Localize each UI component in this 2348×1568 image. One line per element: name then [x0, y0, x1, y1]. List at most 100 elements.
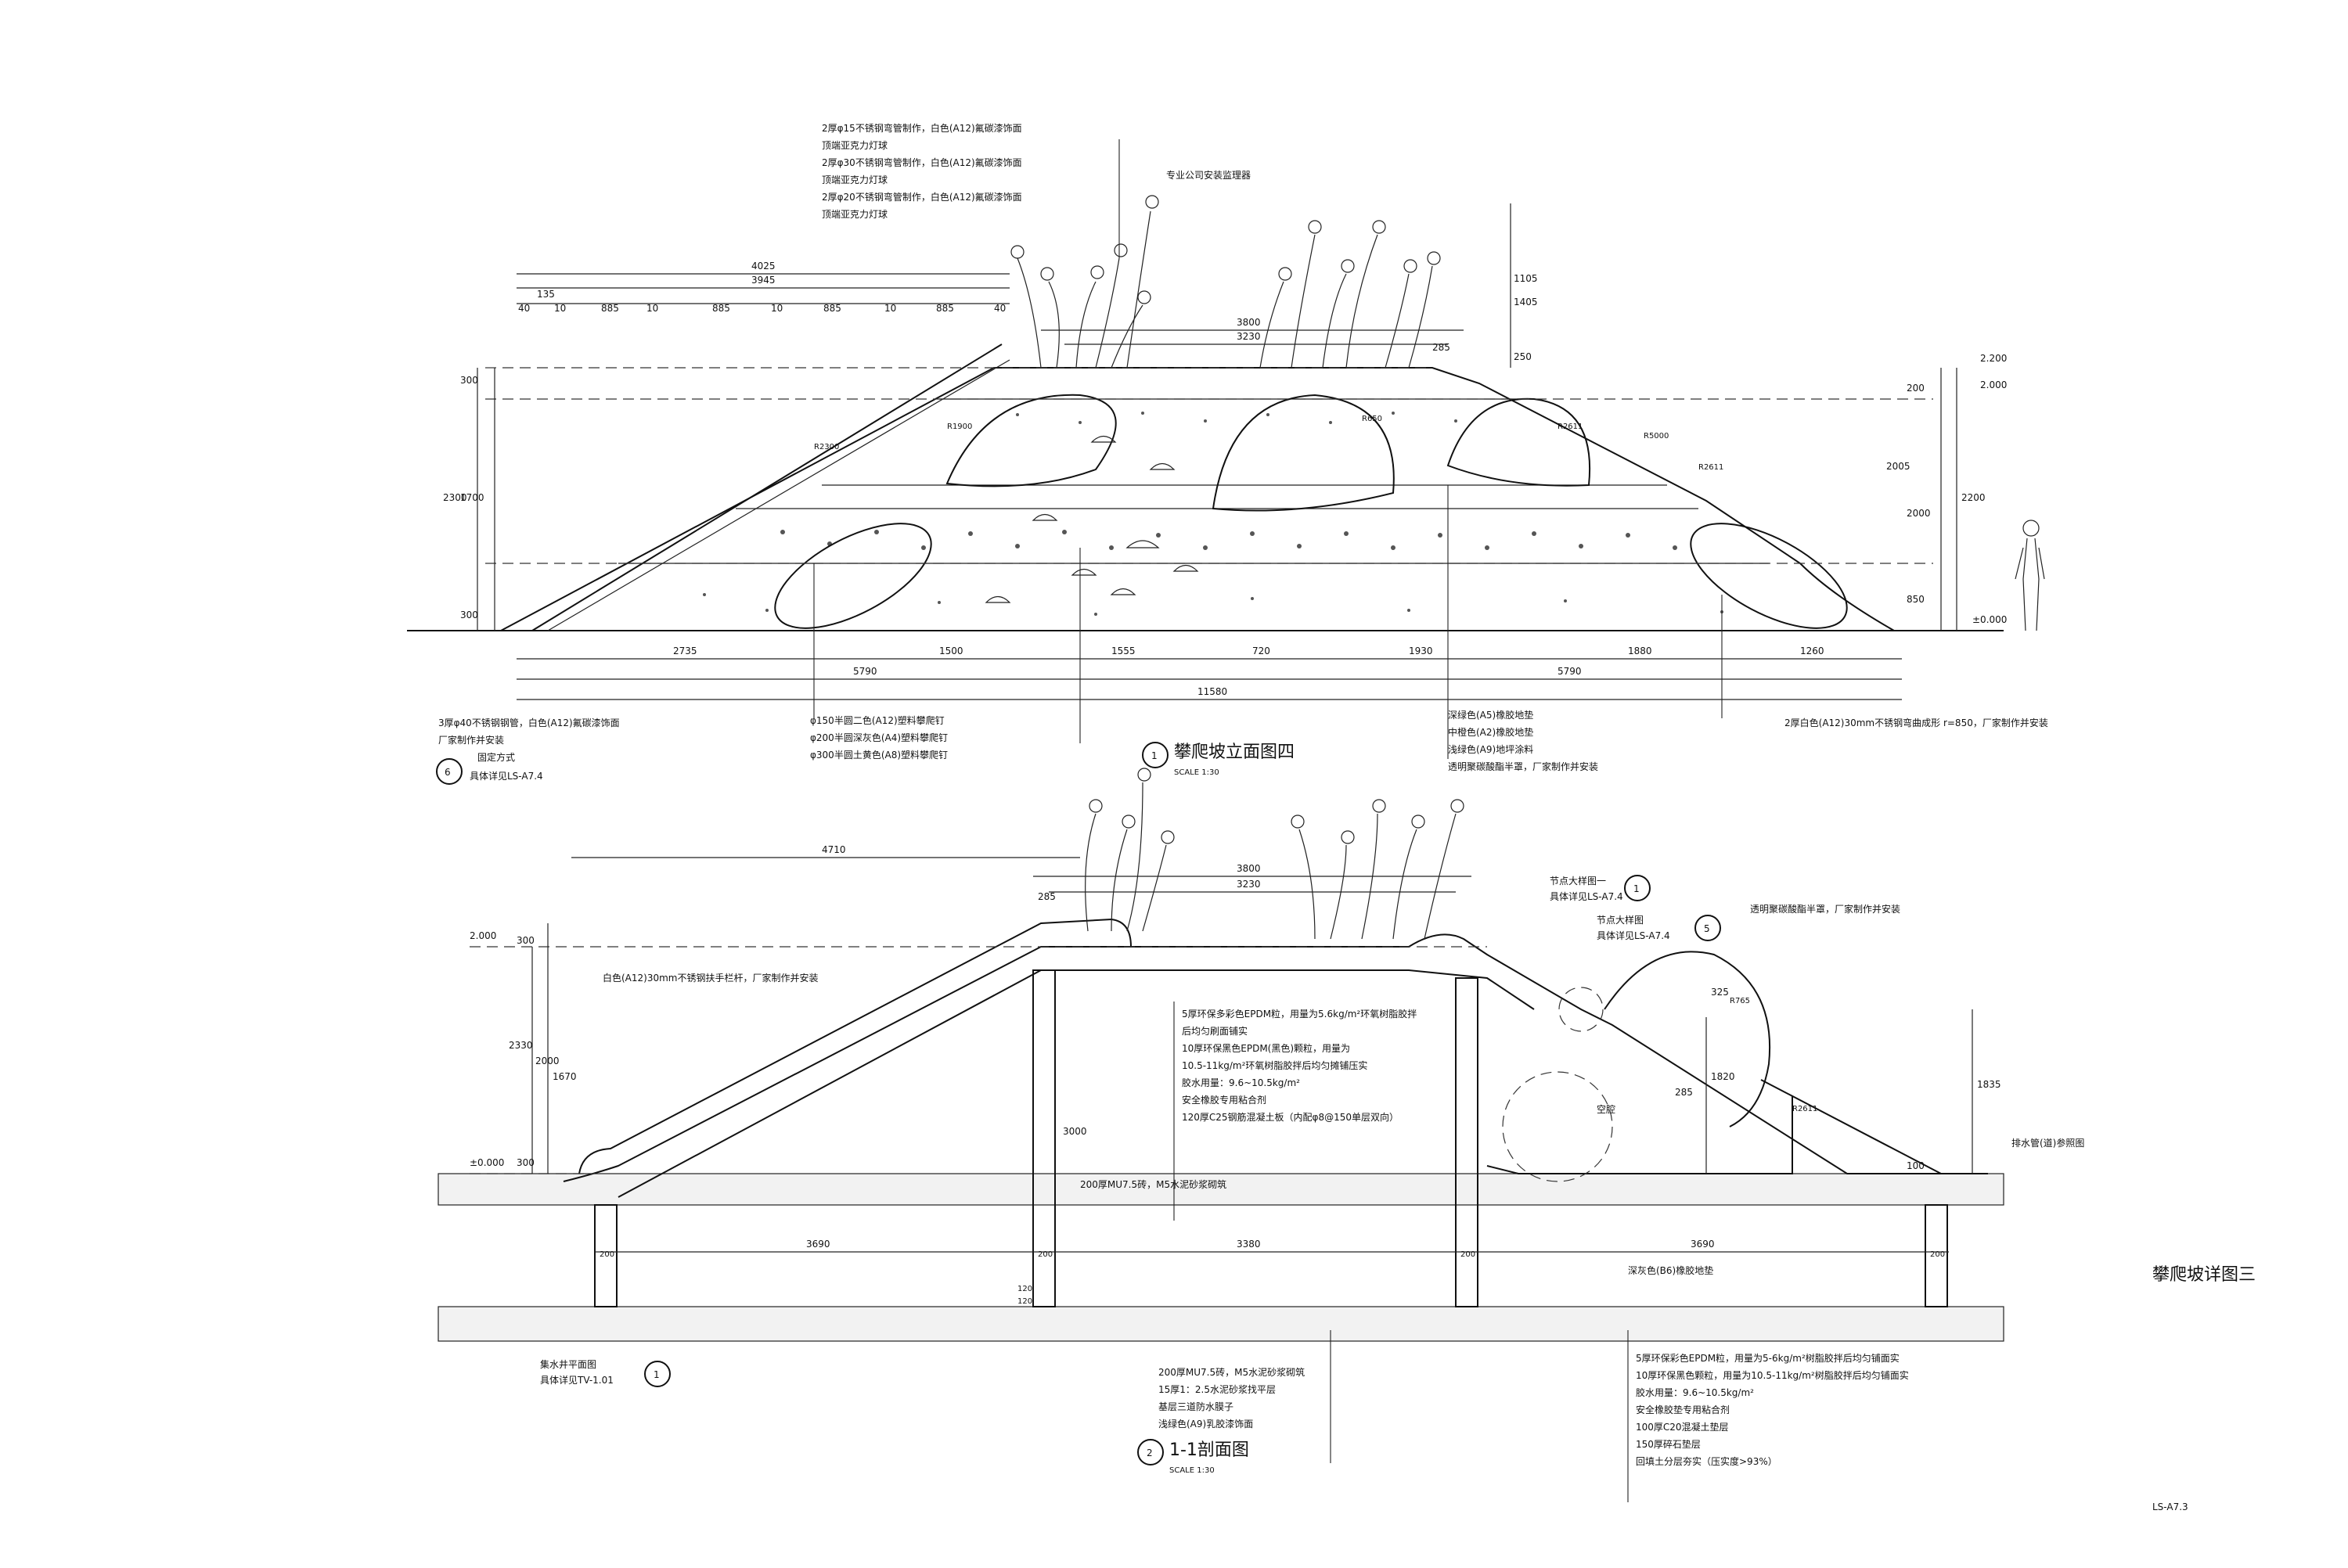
dim-285: 285	[1432, 342, 1450, 353]
detail-a-ref: 具体详见LS-A7.4	[1550, 890, 1623, 902]
detail-callout-circle-5	[1558, 987, 1604, 1032]
dim-small-200b: 200	[1038, 1250, 1053, 1259]
level-2200: 2.200	[1980, 353, 2007, 364]
mat-note-2: 中橙色(A2)橡胶地垫	[1448, 726, 1533, 738]
detail-c-circle	[644, 1361, 671, 1387]
br-note-3: 胶水用量：9.6~10.5kg/m²	[1636, 1386, 1754, 1398]
dim-section-left-1670: 1670	[553, 1071, 577, 1082]
detail-a-circle	[1624, 875, 1651, 901]
radius-label-6: R2611	[1698, 463, 1723, 472]
dim-seg-10c: 10	[771, 303, 783, 314]
section-slab-profile	[563, 933, 1988, 1182]
ground-strata-top	[438, 1173, 2004, 1206]
detail-c-text: 集水井平面图	[540, 1358, 596, 1370]
section-level-2000-label: 2.000	[470, 930, 496, 941]
dim-seg-40a: 40	[518, 303, 530, 314]
dim-right-2000: 2000	[1907, 508, 1931, 519]
detail-ref-6-circle	[436, 758, 463, 785]
br-note-5: 100厚C20混凝土垫层	[1636, 1421, 1729, 1433]
detail-b-ref: 具体详见LS-A7.4	[1597, 930, 1670, 941]
dim-section-right-1835: 1835	[1977, 1079, 2001, 1090]
top-rods-elevation	[1010, 195, 1441, 369]
br-note-1: 5厚环保彩色EPDM粒，用量为5-6kg/m²树脂胶拌后均匀铺面实	[1636, 1352, 1900, 1364]
dim-section-3230: 3230	[1237, 879, 1261, 890]
dim-1555: 1555	[1111, 646, 1136, 656]
dim-left-1700: 1700	[460, 492, 484, 503]
section-index: 2	[1147, 1448, 1153, 1458]
center-note-4: 10.5-11kg/m²环氧树脂胶拌后均匀摊铺压实	[1182, 1059, 1367, 1071]
dome-left	[945, 394, 1117, 487]
dim-right-250: 250	[1514, 351, 1532, 362]
dome-center	[1212, 394, 1395, 512]
elevation-index: 1	[1151, 750, 1158, 761]
dim-720: 720	[1252, 646, 1270, 656]
radius-label-3: R650	[1362, 415, 1382, 423]
dim-section-right-325: 325	[1711, 987, 1729, 998]
mat-note-1: 深绿色(A5)橡胶地垫	[1448, 709, 1533, 721]
dim-4710: 4710	[822, 844, 846, 855]
radius-r765: R765	[1730, 997, 1750, 1005]
mound-outline	[500, 367, 1895, 631]
scale-human-figure	[2015, 520, 2045, 631]
dim-seg-885d: 885	[936, 303, 954, 314]
elevation-title: 攀爬坡立面图四	[1174, 743, 1295, 762]
sheet-title: 攀爬坡详图三	[2152, 1265, 2256, 1285]
dim-section-3000: 3000	[1063, 1126, 1087, 1137]
dim-section-left-2330: 2330	[509, 1040, 533, 1051]
dim-seg-10d: 10	[884, 303, 896, 314]
center-note-3: 10厚环保黑色EPDM(黑色)颗粒，用量为	[1182, 1042, 1350, 1054]
elevation-view	[407, 139, 2045, 759]
section-scale: SCALE 1:30	[1169, 1466, 1215, 1475]
dim-section-left-300b: 300	[517, 1157, 535, 1168]
dim-11580: 11580	[1197, 686, 1227, 697]
section-level-0-label: ±0.000	[470, 1157, 504, 1168]
dim-section-3690a: 3690	[806, 1239, 830, 1250]
top-note-4: 顶端亚克力灯球	[822, 174, 888, 185]
section-wall-left	[1032, 969, 1056, 1307]
br-note-7: 回填土分层夯实（压实度>93%）	[1636, 1455, 1777, 1467]
drawing-number: LS-A7.3	[2152, 1501, 2188, 1512]
handrail-inner	[547, 359, 1010, 631]
elevation-index-circle	[1142, 742, 1169, 768]
section-slab-underside	[618, 969, 1535, 1198]
dim-2735: 2735	[673, 646, 697, 656]
center-note-1: 5厚环保多彩色EPDM粒，用量为5.6kg/m²环氧树脂胶拌	[1182, 1008, 1417, 1020]
dim-1500: 1500	[939, 646, 963, 656]
dim-seg-885c: 885	[823, 303, 841, 314]
pit-note: 深灰色(B6)橡胶地垫	[1628, 1264, 1713, 1276]
handrail-note: 白色(A12)30mm不锈钢扶手栏杆，厂家制作并安装	[603, 972, 819, 984]
dim-right-2200: 2200	[1961, 492, 1986, 503]
detail-b-num: 5	[1704, 923, 1710, 934]
dim-small-120a: 120	[1017, 1285, 1032, 1293]
dim-left-2300: 2300	[443, 492, 467, 503]
section-right-slope	[1760, 1079, 1942, 1174]
dim-4025: 4025	[751, 261, 776, 272]
detail-ref-6-num: 6	[445, 767, 451, 778]
stipple-pattern	[703, 412, 1723, 616]
section-dome	[1604, 951, 1771, 1127]
radius-label-5: R5000	[1644, 432, 1669, 441]
top-note-1: 2厚φ15不锈钢弯管制作，白色(A12)氟碳漆饰面	[822, 122, 1022, 134]
top-note-3: 2厚φ30不锈钢弯管制作，白色(A12)氟碳漆饰面	[822, 156, 1022, 168]
center-note-7: 120厚C25钢筋混凝土板（内配φ8@150单层双向）	[1182, 1111, 1399, 1123]
dim-1880: 1880	[1628, 646, 1652, 656]
dome-right	[1446, 397, 1591, 487]
radius-label-2: R1900	[947, 423, 972, 431]
bl-note-4: 浅绿色(A9)乳胶漆饰面	[1158, 1418, 1253, 1430]
center-note-6: 安全橡胶专用粘合剂	[1182, 1094, 1266, 1106]
dim-seg-135: 135	[537, 289, 555, 300]
detail-b-text: 节点大样图	[1597, 914, 1644, 926]
mat-note-3: 浅绿色(A9)地坪涂料	[1448, 743, 1533, 755]
dim-section-left-2000: 2000	[535, 1056, 560, 1066]
center-note-2: 后均匀刷面铺实	[1182, 1025, 1248, 1037]
top-note-5: 2厚φ20不锈钢弯管制作，白色(A12)氟碳漆饰面	[822, 191, 1022, 203]
dim-seg-40b: 40	[994, 303, 1006, 314]
handrail-note-3: 固定方式	[477, 751, 515, 763]
detail-a-num: 1	[1633, 883, 1640, 894]
dim-section-right-285: 285	[1675, 1087, 1693, 1098]
dim-section-3800: 3800	[1237, 863, 1261, 874]
detail-c-ref: 具体详见TV-1.01	[540, 1374, 614, 1386]
cover-note: 透明聚碳酸酯半罩，厂家制作并安装	[1750, 903, 1900, 915]
